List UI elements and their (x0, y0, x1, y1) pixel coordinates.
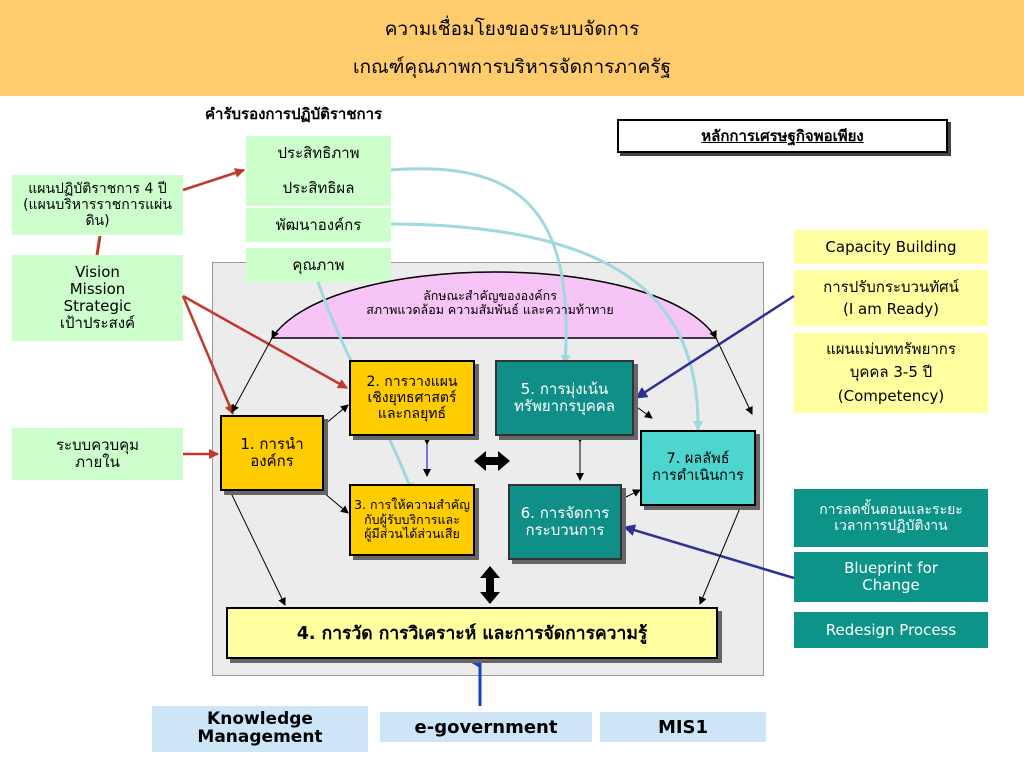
blueprint-text: Blueprint for Change (844, 558, 938, 594)
arrow-c7-c4 (699, 500, 747, 605)
arrow-dome-c1 (231, 329, 279, 413)
mission-text: Mission (69, 279, 126, 298)
vision-text: Vision (75, 262, 120, 281)
category-1-line1: 1. การนำ (240, 434, 304, 453)
km-line2: Management (197, 727, 323, 747)
reduce-steps-text: การลดขั้นตอนและระยะเวลาการปฏิบัติงาน (819, 501, 963, 534)
arrow-c5-c7 (633, 404, 653, 419)
hr-master-plan-box: แผนแม่บททรัพยากร บุคคล 3-5 ปี (Competenc… (794, 333, 988, 413)
header-banner: ความเชื่อมโยงของระบบจัดการ เกณฑ์คุณภาพกา… (0, 0, 1024, 96)
blueprint-box: Blueprint for Change (794, 552, 988, 602)
category-7-line1: 7. ผลลัพธ์ (666, 451, 730, 468)
criteria-quality: คุณภาพ (246, 248, 391, 282)
category-3-line1: 3. การให้ความสำคัญ (354, 497, 470, 513)
plan-4-year-text: แผนปฏิบัติราชการ 4 ปี (แผนบริหารราชการแผ… (23, 180, 172, 230)
curve-effectiveness (390, 167, 571, 365)
internal-control-line1: ระบบควบคุม (55, 435, 140, 454)
category-1-leadership: 1. การนำ องค์กร (220, 415, 324, 491)
category-5-hr-focus: 5. การมุ่งเน้น ทรัพยากรบุคคล (495, 360, 634, 436)
arrow-c1-c2 (316, 404, 349, 433)
category-3-line3: ผู้มีส่วนได้ส่วนเสีย (364, 526, 460, 542)
header-title-line1: ความเชื่อมโยงของระบบจัดการ (384, 18, 640, 40)
red-link-plan-vision (95, 235, 102, 256)
hr-plan-line2: บุคคล 3-5 ปี (849, 363, 933, 382)
internal-control-box: ระบบควบคุม ภายใน (12, 428, 183, 480)
red-arrow-plan (182, 168, 245, 192)
curve-orgdev (390, 222, 704, 431)
goal-text: เป้าประสงค์ (59, 314, 136, 333)
category-1-line2: องค์กร (250, 452, 294, 470)
category-2-line3: และกลยุทธ์ (377, 406, 447, 423)
internal-control-line2: ภายใน (75, 453, 120, 471)
category-5-line2: ทรัพยากรบุคคล (514, 397, 615, 415)
red-arrow-vision-c1 (181, 295, 235, 415)
category-7-line2: การดำเนินการ (652, 468, 744, 484)
category-4-measurement: 4. การวัด การวิเคราะห์ และการจัดการความร… (226, 607, 718, 659)
plan-4-year-box: แผนปฏิบัติราชการ 4 ปี (แผนบริหารราชการแผ… (12, 175, 183, 235)
blue-arrow-blueprint (623, 524, 795, 580)
arrow-c6-c7 (623, 489, 641, 499)
commitment-title: คำรับรองการปฏิบัติราชการ (205, 105, 383, 123)
org-profile-dome (270, 271, 718, 339)
thick-double-arrow-horizontal (474, 451, 510, 471)
category-7-results: 7. ผลลัพธ์ การดำเนินการ (640, 430, 756, 506)
criteria-effectiveness: ประสิทธิผล (246, 170, 391, 206)
category-3-line2: กับผู้รับบริการและ (364, 511, 460, 527)
criteria-efficiency: ประสิทธิภาพ (246, 136, 391, 170)
criteria-org-development: พัฒนาองค์กร (246, 208, 391, 242)
mindset-box: การปรับกระบวนทัศน์ (I am Ready) (794, 270, 988, 326)
mindset-line2: (I am Ready) (842, 300, 940, 318)
category-2-line2: เชิงยุทธศาสตร์ (367, 389, 457, 406)
arrow-dome-c7 (709, 329, 753, 415)
thick-double-arrow-vertical (480, 566, 500, 604)
header-title-line2: เกณฑ์คุณภาพการบริหารจัดการภาครัฐ (353, 56, 671, 78)
vision-mission-box: Vision Mission Strategic เป้าประสงค์ (12, 255, 183, 341)
category-6-line1: 6. การจัดการ (520, 503, 610, 522)
arrow-c1-c3 (316, 485, 349, 514)
category-2-strategic-planning: 2. การวางแผน เชิงยุทธศาสตร์ และกลยุทธ์ (349, 360, 475, 436)
redesign-process-box: Redesign Process (794, 612, 988, 648)
category-6-process-management: 6. การจัดการ กระบวนการ (508, 484, 622, 560)
category-6-line2: กระบวนการ (525, 521, 605, 539)
category-3-customer-focus: 3. การให้ความสำคัญ กับผู้รับบริการและ ผู… (349, 484, 475, 556)
category-2-line1: 2. การวางแผน (366, 373, 458, 390)
org-profile-line1: ลักษณะสำคัญขององค์กร (423, 287, 557, 303)
strategic-text: Strategic (63, 297, 132, 315)
hr-plan-line3: (Competency) (837, 386, 945, 405)
org-profile-line2: สภาพแวดล้อม ความสัมพันธ์ และความท้าทาย (366, 302, 614, 317)
hr-plan-line1: แผนแม่บททรัพยากร (826, 340, 956, 359)
mindset-line1: การปรับกระบวนทัศน์ (823, 277, 959, 296)
knowledge-management-box: Knowledge Management (152, 706, 368, 752)
sufficiency-title: หลักการเศรษฐกิจพอเพียง (617, 119, 948, 153)
org-profile-text: ลักษณะสำคัญขององค์กร สภาพแวดล้อม ความสัม… (320, 284, 660, 322)
km-line1: Knowledge (207, 709, 313, 730)
arrow-c1-c4 (225, 486, 286, 606)
capacity-building-box: Capacity Building (794, 230, 988, 264)
category-5-line1: 5. การมุ่งเน้น (520, 379, 609, 398)
e-government-box: e-government (380, 712, 592, 742)
reduce-steps-box: การลดขั้นตอนและระยะเวลาการปฏิบัติงาน (794, 489, 988, 547)
mis-box: MIS1 (600, 712, 766, 742)
